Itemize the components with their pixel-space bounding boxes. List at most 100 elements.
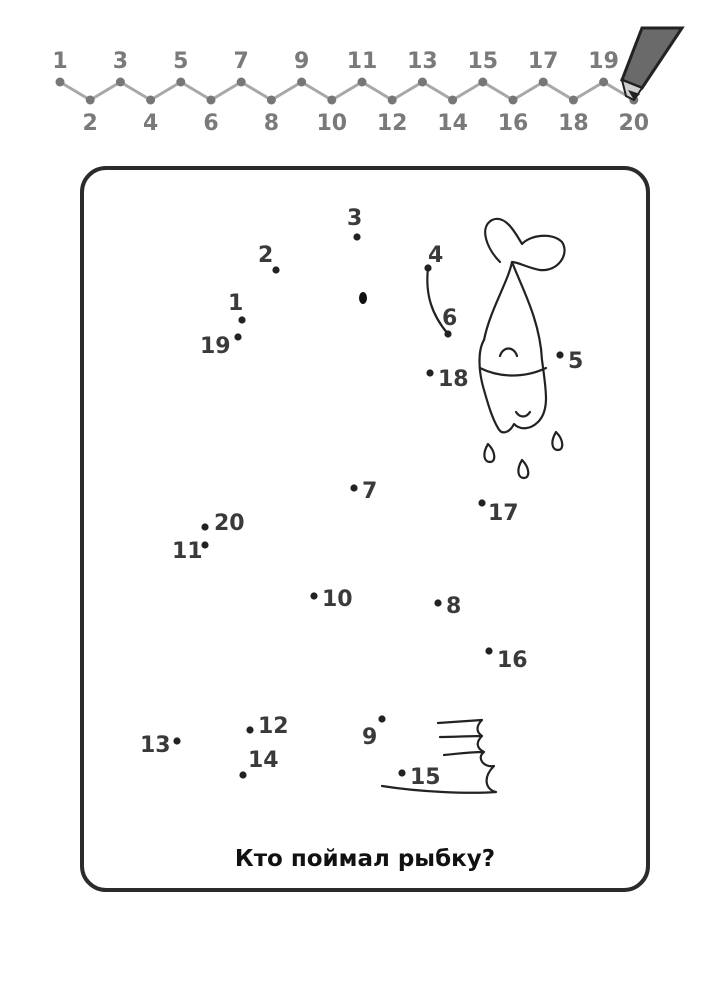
connecting-line <box>426 266 450 336</box>
strip-number: 8 <box>264 111 279 136</box>
dot-number: 8 <box>446 594 461 619</box>
dot <box>556 351 564 359</box>
dot <box>398 769 406 777</box>
dot <box>478 499 486 507</box>
dot-point-16: 16 <box>485 647 528 673</box>
strip-dot <box>508 95 518 105</box>
dot <box>426 369 434 377</box>
strip-number: 19 <box>588 49 619 74</box>
strip-dot <box>357 77 367 87</box>
dot-number: 19 <box>200 334 231 359</box>
strip-dot <box>55 77 65 87</box>
dot-number: 18 <box>438 367 469 392</box>
strip-number: 1 <box>52 49 67 74</box>
dot <box>378 715 386 723</box>
strip-number: 14 <box>437 111 468 136</box>
fish-tail-drawing <box>482 217 566 342</box>
strip-number: 9 <box>294 49 309 74</box>
strip-dot <box>599 77 609 87</box>
strip-number: 4 <box>143 111 158 136</box>
strip-dot <box>297 77 307 87</box>
dot-number: 1 <box>228 291 243 316</box>
strip-number: 16 <box>498 111 529 136</box>
strip-dot <box>115 77 125 87</box>
dot-point-3: 3 <box>347 206 362 241</box>
dot-number: 9 <box>362 725 377 750</box>
strip-dot <box>176 77 186 87</box>
strip-zigzag-line <box>59 80 635 102</box>
dot-number: 10 <box>322 587 353 612</box>
dot-point-14: 14 <box>239 748 279 779</box>
strip-dot <box>206 95 216 105</box>
strip-dot <box>266 95 276 105</box>
strip-number: 17 <box>528 49 559 74</box>
dot-number: 6 <box>442 306 457 331</box>
dot-point-11: 11 <box>172 539 209 564</box>
dot-point-6: 6 <box>442 306 457 338</box>
dot-point-9: 9 <box>362 715 386 750</box>
dot-number: 14 <box>248 748 279 773</box>
dot-number: 13 <box>140 733 171 758</box>
dot <box>201 523 209 531</box>
dot-number: 12 <box>258 714 289 739</box>
dot-point-8: 8 <box>434 594 461 619</box>
strip-number: 20 <box>618 111 649 136</box>
strip-number: 11 <box>347 49 378 74</box>
dot-point-2: 2 <box>258 243 280 274</box>
strip-number: 3 <box>113 49 128 74</box>
dot <box>234 333 242 341</box>
strip-number: 2 <box>83 111 98 136</box>
dot <box>434 599 442 607</box>
strip-dot <box>146 95 156 105</box>
dot <box>201 541 209 549</box>
strip-dot <box>236 77 246 87</box>
dot-number: 3 <box>347 206 362 231</box>
dot <box>272 266 280 274</box>
dot-point-12: 12 <box>246 714 289 739</box>
dot <box>238 316 246 324</box>
dot-point-17: 17 <box>478 499 519 526</box>
strip-dot <box>417 77 427 87</box>
dot-point-1: 1 <box>228 291 246 324</box>
dot-number: 20 <box>214 511 245 536</box>
strip-dot <box>448 95 458 105</box>
dot-number: 4 <box>428 243 443 268</box>
fish-body-drawing <box>478 260 548 434</box>
strip-dot <box>327 95 337 105</box>
question-text: Кто поймал рыбку? <box>234 846 496 872</box>
dot-point-15: 15 <box>398 765 441 790</box>
strip-number: 15 <box>467 49 498 74</box>
strip-number: 6 <box>203 111 218 136</box>
drawing-panel <box>80 166 650 892</box>
dot-number: 5 <box>568 349 583 374</box>
dot-point-20: 20 <box>201 511 245 536</box>
dot <box>424 264 432 272</box>
dot <box>173 737 181 745</box>
strip-number: 5 <box>173 49 188 74</box>
dot-number: 15 <box>410 765 441 790</box>
dot-number: 16 <box>497 648 528 673</box>
strip-dot <box>85 95 95 105</box>
strip-number: 7 <box>234 49 249 74</box>
dot-number: 11 <box>172 539 203 564</box>
strip-number: 10 <box>316 111 347 136</box>
dot-number: 2 <box>258 243 273 268</box>
dot-point-19: 19 <box>200 333 242 359</box>
dot-point-7: 7 <box>350 479 377 504</box>
dot <box>246 726 254 734</box>
dot-point-18: 18 <box>426 367 469 392</box>
flipper-drawing <box>380 718 498 794</box>
dot-number: 17 <box>488 501 519 526</box>
dot <box>444 330 452 338</box>
dot <box>310 592 318 600</box>
strip-number: 13 <box>407 49 438 74</box>
strip-number: 12 <box>377 111 408 136</box>
dot <box>239 771 247 779</box>
strip-dot <box>568 95 578 105</box>
dot-point-4: 4 <box>424 243 443 272</box>
dot-number: 7 <box>362 479 377 504</box>
dot <box>350 484 358 492</box>
strip-number: 18 <box>558 111 589 136</box>
